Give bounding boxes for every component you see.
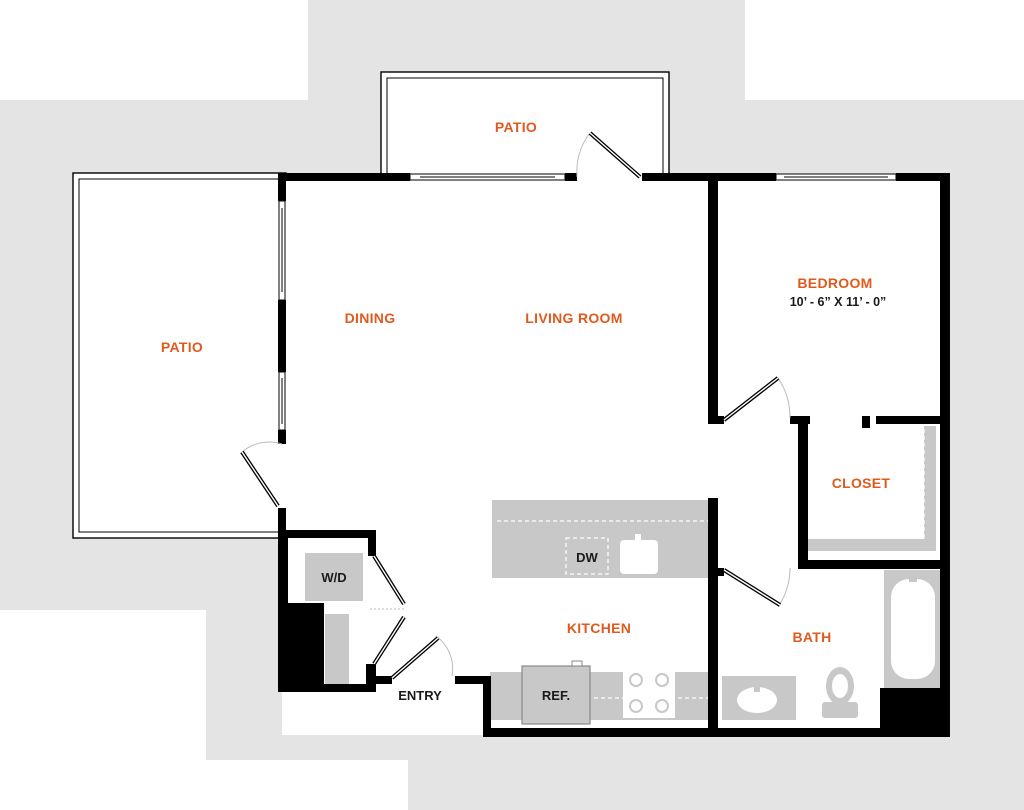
walls xyxy=(278,173,950,737)
vanity-sink-icon xyxy=(722,676,796,720)
label-dishwasher: DW xyxy=(576,550,598,565)
range-icon xyxy=(623,668,675,718)
left-patio xyxy=(72,172,287,539)
kitchen-back-counter xyxy=(490,660,712,725)
label-bath: BATH xyxy=(792,629,831,645)
label-kitchen: KITCHEN xyxy=(567,620,631,636)
label-bedroom-dimensions: 10’ - 6” X 11’ - 0” xyxy=(790,295,887,309)
bathtub-icon xyxy=(884,570,942,688)
fixture-labels: W/D DW REF. ENTRY xyxy=(321,550,598,703)
label-refrigerator: REF. xyxy=(542,688,570,703)
label-closet: CLOSET xyxy=(832,475,891,491)
label-living-room: LIVING ROOM xyxy=(525,310,622,326)
label-dining: DINING xyxy=(345,310,396,326)
sink-icon xyxy=(620,534,658,574)
dishwasher xyxy=(565,537,609,575)
window-icon xyxy=(278,173,897,431)
label-entry: ENTRY xyxy=(398,688,442,703)
refrigerator xyxy=(521,665,591,725)
bath-fixtures xyxy=(722,570,942,720)
label-patio-left: PATIO xyxy=(161,339,203,355)
laundry-closet xyxy=(305,553,363,684)
label-bedroom: BEDROOM xyxy=(797,275,872,291)
label-washer-dryer: W/D xyxy=(321,570,346,585)
closet-shelf xyxy=(806,426,936,551)
label-patio-top: PATIO xyxy=(495,119,537,135)
kitchen-island xyxy=(492,500,712,578)
toilet-icon xyxy=(822,667,858,718)
room-labels: PATIO PATIO DINING LIVING ROOM BEDROOM C… xyxy=(161,119,891,645)
door-swing-icon xyxy=(240,131,791,680)
